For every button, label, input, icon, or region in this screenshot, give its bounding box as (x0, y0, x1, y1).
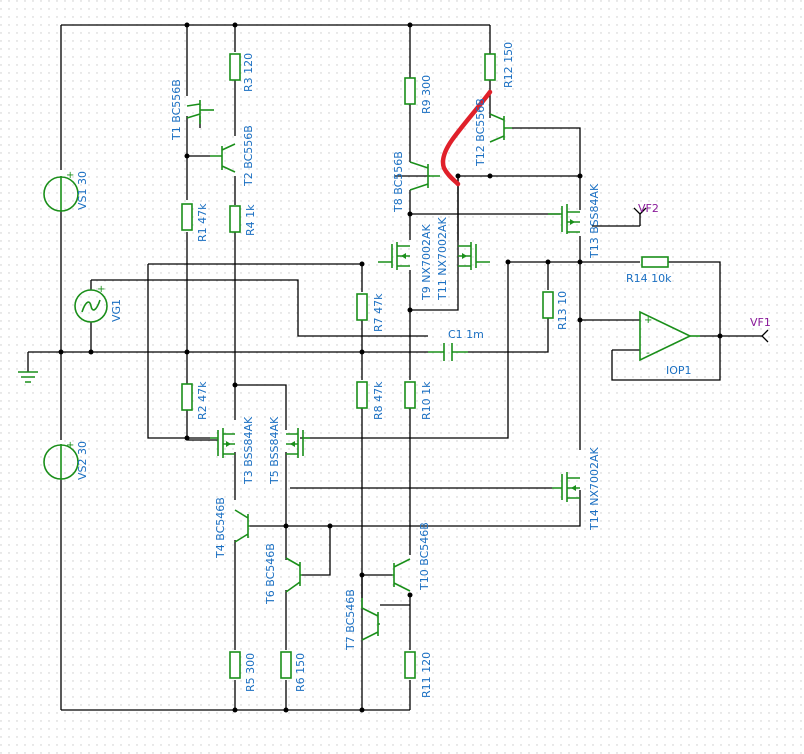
t9-label: T9 NX7002AK (420, 224, 433, 301)
t2-label: T2 BC556B (242, 125, 255, 187)
t11-label: T11 NX7002AK (436, 217, 449, 301)
vs2-source[interactable]: + (43, 440, 79, 480)
vg1-generator[interactable]: + (74, 284, 108, 323)
t10-label: T10 BC546B (418, 522, 431, 591)
r11-resistor[interactable] (404, 651, 416, 679)
r3-resistor[interactable] (229, 53, 241, 81)
vf2-label: VF2 (638, 202, 659, 215)
t11-mosfet[interactable] (458, 242, 490, 270)
t10-transistor[interactable] (392, 558, 411, 592)
r12-label: R12 150 (502, 42, 515, 88)
vs2-plus-pin: + (66, 440, 74, 451)
t6-label: T6 BC546B (264, 543, 277, 605)
r11-label: R11 120 (420, 652, 433, 698)
r2-label: R2 47k (196, 381, 209, 420)
r10-label: R10 1k (420, 381, 433, 420)
r3-label: R3 120 (242, 53, 255, 92)
vs1-source[interactable]: + (43, 170, 79, 212)
c1-label: C1 1m (448, 328, 484, 341)
r8-label: R8 47k (372, 381, 385, 420)
t14-label: T14 NX7002AK (588, 447, 601, 531)
t5-label: T5 BSS84AK (268, 416, 281, 485)
r2-resistor[interactable] (181, 383, 193, 411)
vf2-probe[interactable] (633, 207, 647, 215)
r1-label: R1 47k (196, 203, 209, 242)
vf1-probe[interactable] (761, 329, 769, 343)
t12-transistor[interactable] (489, 113, 512, 143)
iop1-minus-pin: - (646, 348, 650, 359)
vf1-label: VF1 (750, 316, 771, 329)
r4-label: R4 1k (244, 204, 257, 236)
r7-resistor[interactable] (356, 293, 368, 321)
vs2-label: VS2 30 (76, 441, 89, 480)
r14-resistor[interactable] (641, 256, 669, 268)
vs1-plus-pin: + (66, 170, 74, 181)
r10-resistor[interactable] (404, 381, 416, 409)
vg1-plus-pin: + (97, 284, 105, 295)
t6-transistor[interactable] (285, 557, 302, 593)
t1-transistor[interactable] (186, 100, 214, 124)
iop1-plus-pin: + (644, 315, 652, 326)
t2-transistor[interactable] (210, 143, 236, 173)
r9-label: R9 300 (420, 75, 433, 114)
t4-label: T4 BC546B (214, 497, 227, 559)
t13-mosfet[interactable] (548, 204, 580, 234)
t8-label: T8 BC556B (392, 151, 405, 213)
ground-symbol (18, 371, 38, 383)
iop1-label: IOP1 (666, 364, 692, 377)
r6-resistor[interactable] (280, 651, 292, 679)
t5-mosfet[interactable] (286, 428, 310, 458)
r5-label: R5 300 (244, 653, 257, 692)
t8-transistor[interactable] (409, 161, 440, 191)
r8-resistor[interactable] (356, 381, 368, 409)
vs1-label: VS1 30 (76, 171, 89, 210)
iop1-opamp[interactable]: + - (639, 310, 700, 362)
t1-label: T1 BC556B (170, 79, 183, 141)
t13-label: T13 BSS84AK (588, 183, 601, 259)
t12-label: T12 BC556B (474, 98, 487, 167)
junctions (58, 22, 723, 713)
t3-label: T3 BSS84AK (242, 416, 255, 485)
resistors (181, 53, 669, 679)
t3-mosfet[interactable] (210, 428, 235, 458)
vg1-label: VG1 (110, 299, 123, 322)
t4-transistor[interactable] (234, 509, 250, 543)
r6-label: R6 150 (294, 653, 307, 692)
t7-transistor[interactable] (361, 598, 380, 641)
r13-label: R13 10 (556, 291, 569, 330)
r1-resistor[interactable] (181, 203, 193, 231)
r9-resistor[interactable] (404, 77, 416, 105)
r14-label: R14 10k (626, 272, 672, 285)
r12-resistor[interactable] (484, 53, 496, 81)
labels: VS1 30 VS2 30 VG1 T1 BC556B T2 BC556B R3… (76, 42, 771, 698)
t7-label: T7 BC546B (344, 589, 357, 651)
r4-resistor[interactable] (229, 205, 241, 233)
r5-resistor[interactable] (229, 651, 241, 679)
red-annotation-stroke (440, 89, 493, 187)
t14-mosfet[interactable] (552, 472, 580, 502)
c1-capacitor[interactable] (428, 343, 468, 361)
wires (27, 24, 762, 711)
r7-label: R7 47k (372, 293, 385, 332)
t9-mosfet[interactable] (378, 242, 410, 270)
r13-resistor[interactable] (542, 291, 554, 319)
